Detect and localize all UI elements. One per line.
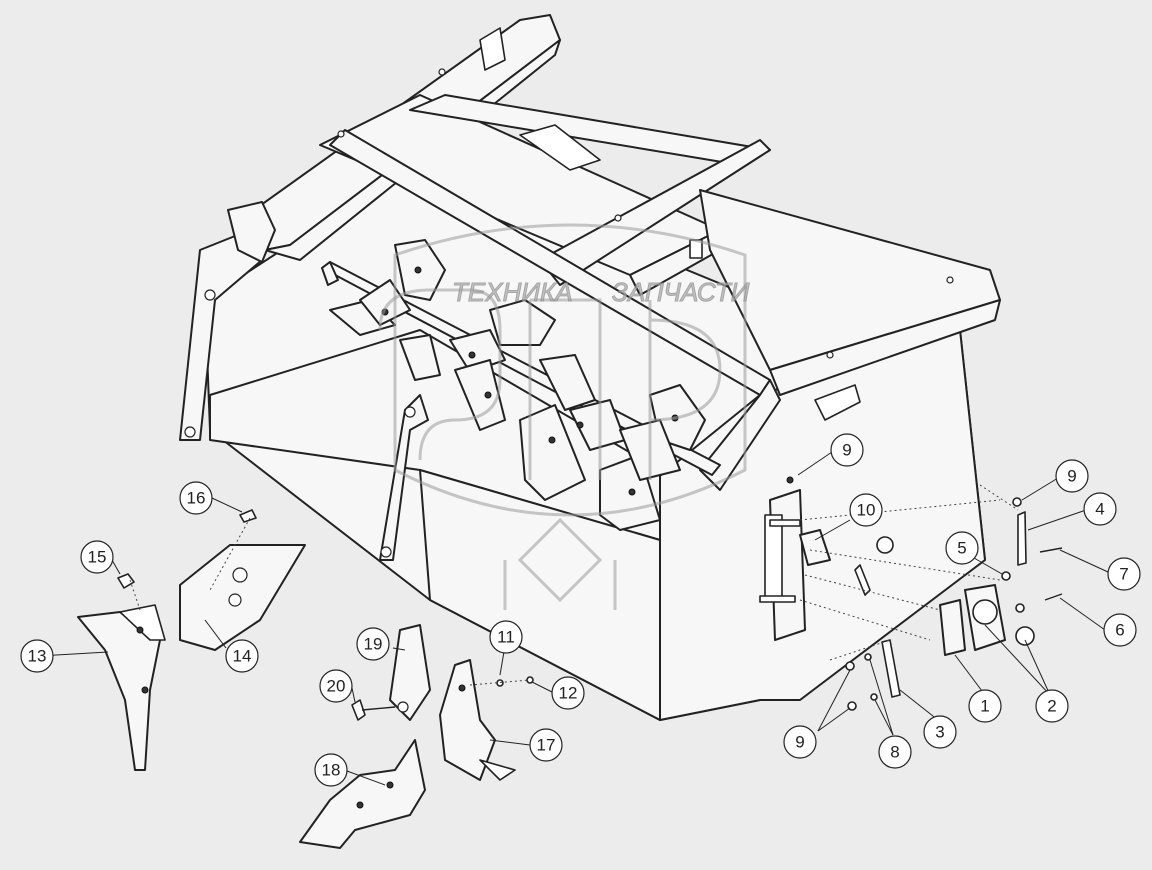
watermark-logo: ТЕХНИКА ЗАПЧАСТИ: [378, 223, 750, 610]
callout-17: 17: [529, 728, 563, 762]
callout-19: 19: [356, 627, 390, 661]
callout-1-label: 1: [980, 697, 989, 716]
callout-8: 8: [878, 735, 912, 769]
callout-20-label: 20: [327, 677, 346, 696]
callout-16-label: 16: [187, 489, 206, 508]
watermark-right-text: ЗАПЧАСТИ: [612, 277, 750, 307]
callout-6: 6: [1103, 613, 1137, 647]
callout-3: 3: [923, 715, 957, 749]
callout-11: 11: [489, 620, 523, 654]
callout-18: 18: [314, 753, 348, 787]
top-frame: [227, 14, 1001, 491]
loose-blade-parts: [77, 509, 534, 849]
callout-2: 2: [1035, 689, 1069, 723]
callout-15-label: 15: [88, 548, 107, 567]
callout-17-label: 17: [537, 736, 556, 755]
callout-2-label: 2: [1047, 697, 1056, 716]
callout-7: 7: [1107, 557, 1141, 591]
callout-9-right: 9: [1055, 459, 1089, 493]
callout-14: 14: [225, 639, 259, 673]
callout-16: 16: [179, 481, 213, 515]
callout-18-label: 18: [322, 761, 341, 780]
callout-9-top: 9: [830, 433, 864, 467]
watermark-left-text: ТЕХНИКА: [452, 277, 573, 307]
callout-5-label: 5: [957, 539, 966, 558]
callout-10-label: 10: [857, 501, 876, 520]
callout-9-bottom: 9: [783, 725, 817, 759]
callout-6-label: 6: [1115, 621, 1124, 640]
drive-side-parts: [759, 476, 1063, 711]
callouts: 1 2 3 4 5 6 7 8 9 9 9 10 11 12 13 14 15 …: [20, 433, 1141, 787]
callout-9-bottom-label: 9: [795, 733, 804, 752]
callout-19-label: 19: [364, 635, 383, 654]
callout-4: 4: [1083, 492, 1117, 526]
callout-9-right-label: 9: [1067, 467, 1076, 486]
callout-8-label: 8: [890, 743, 899, 762]
callout-14-label: 14: [233, 647, 252, 666]
callout-7-label: 7: [1119, 565, 1128, 584]
callout-12: 12: [551, 676, 585, 710]
callout-5: 5: [945, 531, 979, 565]
leader-lines: [38, 451, 1109, 786]
callout-13-label: 13: [28, 647, 47, 666]
callout-1: 1: [968, 689, 1002, 723]
callout-15: 15: [80, 540, 114, 574]
callout-12-label: 12: [559, 684, 578, 703]
callout-4-label: 4: [1095, 500, 1104, 519]
callout-9-top-label: 9: [842, 441, 851, 460]
callout-10: 10: [849, 493, 883, 527]
callout-11-label: 11: [497, 628, 515, 647]
callout-13: 13: [20, 639, 54, 673]
callout-3-label: 3: [935, 723, 944, 742]
callout-20: 20: [319, 669, 353, 703]
